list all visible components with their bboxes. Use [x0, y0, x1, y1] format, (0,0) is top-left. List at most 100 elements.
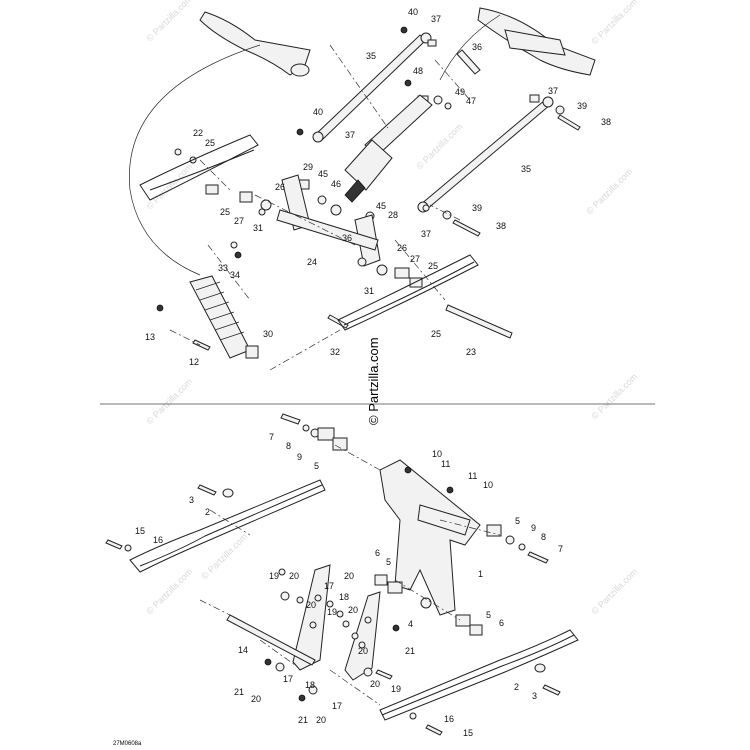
hole: [358, 641, 366, 649]
callout-6: 6: [375, 548, 380, 558]
clip-31: [258, 208, 266, 216]
link-17: [344, 591, 381, 681]
callout-1: 1: [478, 569, 483, 579]
washer-45: [317, 195, 327, 205]
callout-47: 47: [466, 96, 476, 106]
nut-34: [234, 251, 242, 259]
callout-45: 45: [318, 169, 328, 179]
rail-left: [139, 134, 259, 201]
callout-18: 18: [305, 680, 315, 690]
callout-10: 10: [432, 449, 442, 459]
callout-5: 5: [386, 557, 391, 567]
washer-20: [296, 596, 304, 604]
callout-20: 20: [370, 679, 380, 689]
washer-33: [230, 241, 238, 249]
ski-keel: [139, 484, 323, 567]
watermark: © Partzilla.com: [584, 166, 634, 216]
bushing-27: [394, 267, 410, 279]
nut-48: [404, 79, 412, 87]
bolt-32: [327, 314, 349, 329]
callout-30: 30: [263, 329, 273, 339]
washer-20: [308, 685, 318, 695]
callout-31: 31: [253, 223, 263, 233]
callout-19: 19: [391, 684, 401, 694]
nut-21: [298, 694, 306, 702]
callout-48: 48: [413, 66, 423, 76]
callout-17: 17: [332, 701, 342, 711]
a-arm-crossbar: [417, 504, 471, 536]
callout-7: 7: [269, 432, 274, 442]
callout-24: 24: [307, 257, 317, 267]
clip-31: [357, 257, 367, 267]
watermark: © Partzilla.com: [414, 121, 464, 171]
callout-20: 20: [344, 571, 354, 581]
hole: [364, 616, 372, 624]
callout-27: 27: [234, 216, 244, 226]
callout-9: 9: [297, 452, 302, 462]
callout-26: 26: [275, 182, 285, 192]
credit-text: © Partzilla.com: [366, 337, 381, 425]
callout-14: 14: [238, 645, 248, 655]
cross-shaft: [504, 29, 566, 56]
callout-20: 20: [358, 646, 368, 656]
watermark: © Partzilla.com: [144, 161, 194, 211]
watermark: © Partzilla.com: [589, 0, 639, 46]
bushing-5: [455, 614, 471, 627]
bolt-12: [192, 339, 211, 351]
callout-25: 25: [428, 261, 438, 271]
assembly-leader: [128, 44, 261, 276]
shock-eye: [344, 179, 366, 203]
callout-20: 20: [289, 571, 299, 581]
washer-20: [342, 620, 350, 628]
callout-25: 25: [220, 207, 230, 217]
callout-12: 12: [189, 357, 199, 367]
callout-8: 8: [541, 532, 546, 542]
callout-26: 26: [397, 243, 407, 253]
bolt-19: [278, 568, 286, 576]
bolt-15: [105, 539, 123, 550]
callout-29: 29: [303, 162, 313, 172]
callout-15: 15: [135, 526, 145, 536]
washer-20: [280, 591, 290, 601]
washer-20: [336, 610, 344, 618]
washer-2: [222, 488, 234, 498]
callout-22: 22: [193, 128, 203, 138]
callout-25: 25: [431, 329, 441, 339]
ski-left: [129, 479, 326, 573]
pin-36: [456, 49, 481, 75]
nut-10: [446, 486, 454, 494]
nut-13: [156, 304, 164, 312]
callout-13: 13: [145, 332, 155, 342]
callout-19: 19: [269, 571, 279, 581]
washer-9: [505, 535, 515, 545]
callout-34: 34: [230, 270, 240, 280]
callout-11: 11: [468, 471, 477, 481]
watermark: © Partzilla.com: [144, 376, 194, 426]
callout-45: 45: [376, 201, 386, 211]
callout-32: 32: [330, 347, 340, 357]
watermark: © Partzilla.com: [144, 566, 194, 616]
callout-35: 35: [521, 164, 531, 174]
rail-inner: [149, 149, 255, 191]
washer-39: [555, 105, 565, 115]
callout-49: 49: [455, 87, 465, 97]
callout-15: 15: [463, 728, 473, 738]
washer-20: [363, 667, 373, 677]
callout-11: 11: [441, 459, 450, 469]
washer-20: [275, 662, 285, 672]
callout-37: 37: [431, 14, 441, 24]
callout-40: 40: [408, 7, 418, 17]
callout-21: 21: [405, 646, 415, 656]
washer-26: [376, 264, 388, 276]
link-17: [292, 564, 331, 671]
ski-keel: [381, 634, 575, 716]
washer-26: [260, 199, 272, 211]
callout-9: 9: [531, 523, 536, 533]
ski-right: [379, 629, 579, 721]
callout-33: 33: [218, 263, 228, 273]
spacer-46: [330, 204, 342, 216]
